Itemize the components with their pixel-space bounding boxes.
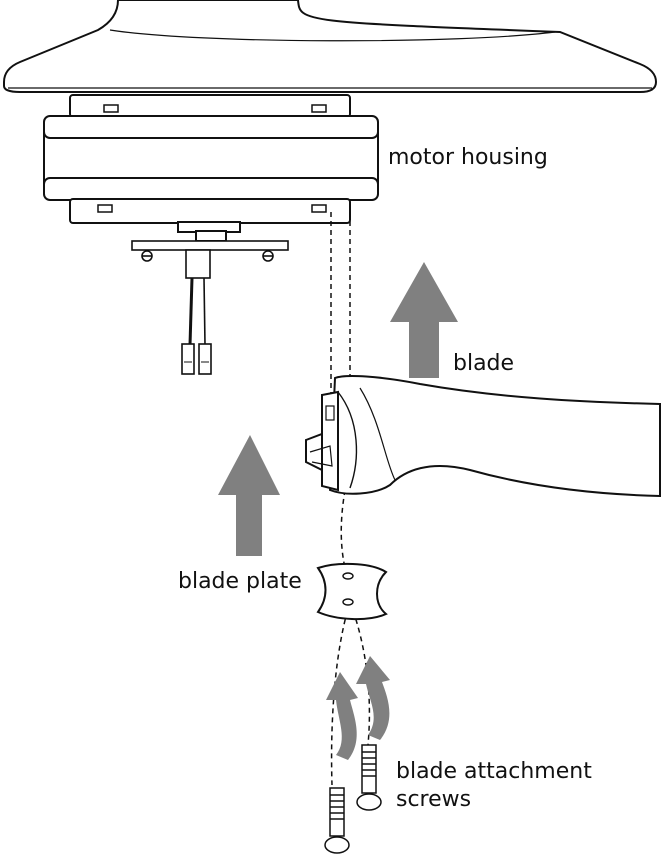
- screws-label-line2: screws: [396, 787, 471, 812]
- screws-label-line1: blade attachment: [396, 759, 592, 784]
- up-arrow-icon: [218, 435, 280, 556]
- blade-label: blade: [453, 351, 514, 376]
- blade-plate-label: blade plate: [178, 569, 302, 594]
- attachment-screw-right: [356, 744, 382, 811]
- attachment-screw-left: [324, 787, 350, 854]
- mounting-bracket: [131, 240, 289, 279]
- up-arrow-icon: [390, 262, 458, 378]
- blade: [305, 375, 661, 498]
- motor-housing-label: motor housing: [388, 145, 548, 170]
- wire-leads: [181, 277, 212, 375]
- curved-arrow-icon: [326, 656, 390, 760]
- canopy: [3, 0, 658, 93]
- blade-plate: [316, 562, 388, 621]
- motor-housing: [43, 94, 379, 242]
